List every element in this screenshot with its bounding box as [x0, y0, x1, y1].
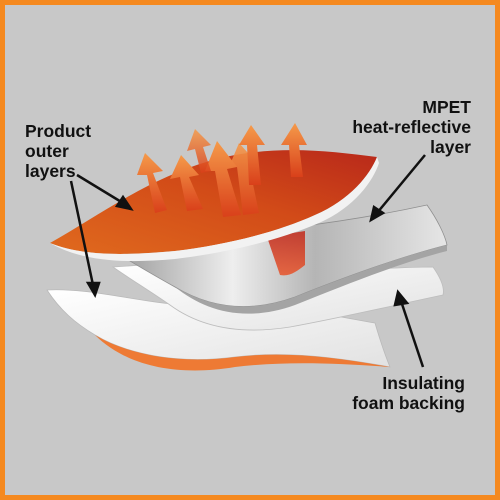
- layer-illustration: [46, 123, 448, 371]
- label-mpet-layer: MPET heat-reflective layer: [352, 97, 471, 157]
- pointer-line-mpet: [376, 154, 426, 214]
- heat-arrows: [137, 123, 307, 217]
- arrowhead-outer-lower: [85, 281, 101, 299]
- arrowhead-foam: [393, 289, 410, 307]
- arrowhead-outer: [114, 194, 134, 211]
- label-line: MPET: [422, 97, 471, 117]
- label-line: layer: [430, 137, 471, 157]
- arrowhead-mpet: [369, 204, 386, 223]
- pointer-line-outer: [76, 173, 124, 205]
- label-line: heat-reflective: [352, 117, 471, 137]
- label-line: Insulating: [382, 373, 465, 393]
- label-product-outer-layers: Product outer layers: [25, 121, 91, 181]
- label-line: Product: [25, 121, 92, 141]
- label-insulating-foam: Insulating foam backing: [352, 373, 465, 413]
- label-line: layers: [25, 161, 76, 181]
- label-line: outer: [25, 141, 69, 161]
- pointer-lines: [69, 154, 426, 368]
- pointer-line-outer-lower: [69, 180, 95, 286]
- label-line: foam backing: [352, 393, 465, 413]
- pointer-line-foam: [399, 300, 425, 368]
